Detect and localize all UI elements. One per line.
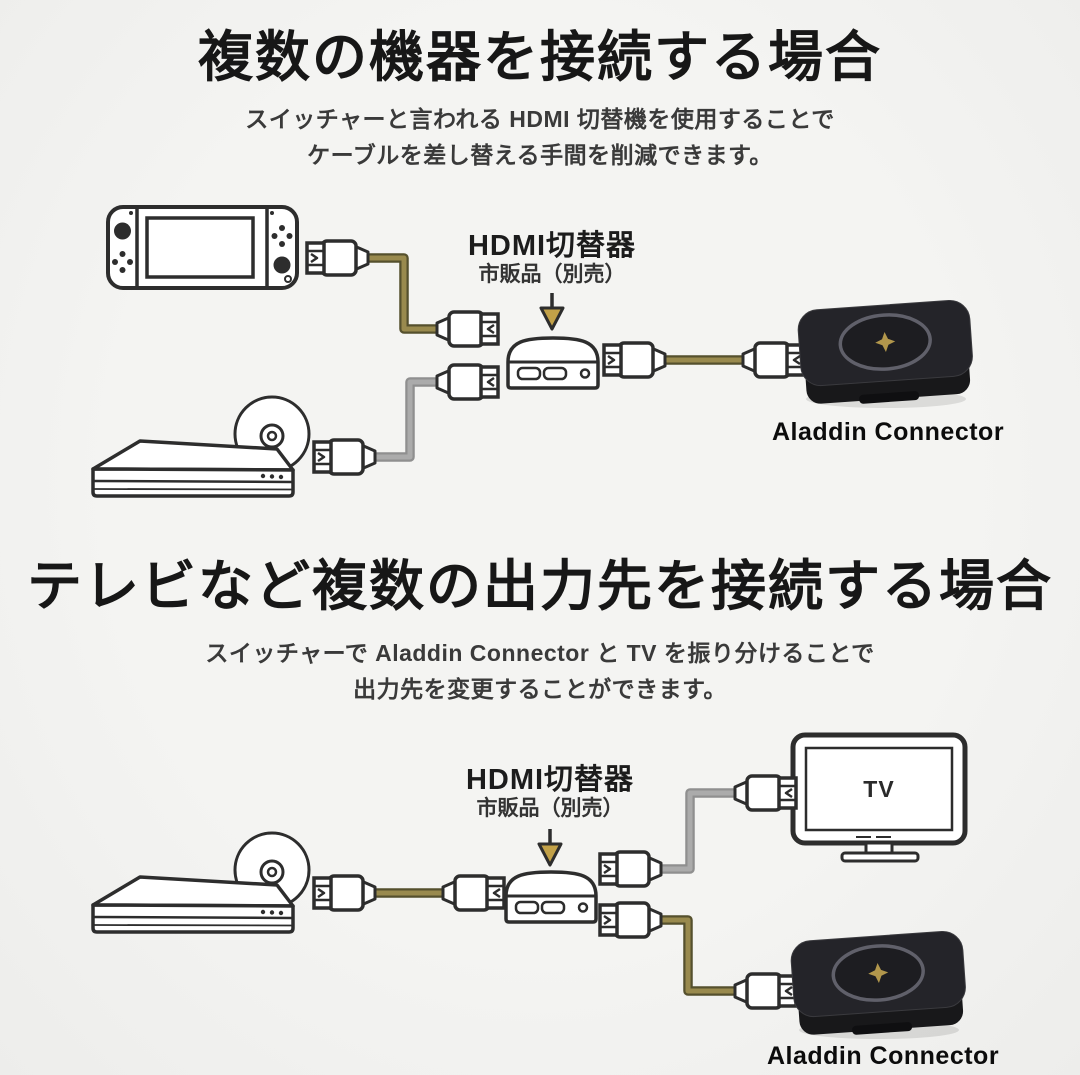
hdmi-plug-icon <box>602 341 667 379</box>
section2-switcher-note: 市販品（別売） <box>476 797 624 820</box>
gray-cable-player-to-switcher <box>372 377 440 462</box>
hdmi-switcher-icon <box>506 336 600 390</box>
gray-cable-switcher-to-tv <box>658 788 737 874</box>
section1-subtitle-line2: ケーブルを差し替える手間を削減できます。 <box>307 142 773 168</box>
hdmi-switcher-icon <box>504 870 598 924</box>
aladdin-connector-icon <box>795 297 977 410</box>
tv-label: TV <box>863 776 895 802</box>
hdmi-plug-icon <box>435 363 500 401</box>
gold-cable-switch-to-switcher <box>366 253 440 334</box>
hdmi-plug-icon <box>598 850 663 888</box>
hdmi-plug-icon <box>435 310 500 348</box>
game-console-icon <box>106 205 299 290</box>
pointer-arrow-icon <box>539 291 565 331</box>
section1-subtitle-line1: スイッチャーと言われる HDMI 切替機を使用することで <box>245 106 835 132</box>
hdmi-plug-icon <box>733 972 798 1010</box>
section1-switcher-note: 市販品（別売） <box>478 263 626 286</box>
tv-icon <box>790 732 968 863</box>
section1-title: 複数の機器を接続する場合 <box>197 26 882 88</box>
diagram-multiple-outputs <box>91 732 970 1041</box>
section2-aladdin-label: Aladdin Connector <box>766 1042 1000 1070</box>
aladdin-connector-icon <box>788 928 970 1041</box>
pointer-arrow-icon <box>537 827 563 867</box>
section2-switcher-label: HDMI切替器 <box>465 764 635 796</box>
section2-title: テレビなど複数の出力先を接続する場合 <box>26 555 1053 617</box>
diagram-multiple-inputs <box>91 205 977 498</box>
hdmi-plug-icon <box>312 438 377 476</box>
media-player-icon <box>91 831 311 934</box>
gold-cable-switcher-to-aladdin <box>658 915 736 996</box>
section2-subtitle-line2: 出力先を変更することができます。 <box>353 676 727 702</box>
hdmi-plug-icon <box>441 874 506 912</box>
hdmi-plug-icon <box>312 874 377 912</box>
section2-subtitle-line1: スイッチャーで Aladdin Connector と TV を振り分けることで <box>205 640 875 666</box>
section1-switcher-label: HDMI切替器 <box>467 230 637 262</box>
section1-aladdin-label: Aladdin Connector <box>771 418 1005 446</box>
hdmi-plug-icon <box>741 341 806 379</box>
hdmi-plug-icon <box>598 901 663 939</box>
media-player-icon <box>91 395 311 498</box>
